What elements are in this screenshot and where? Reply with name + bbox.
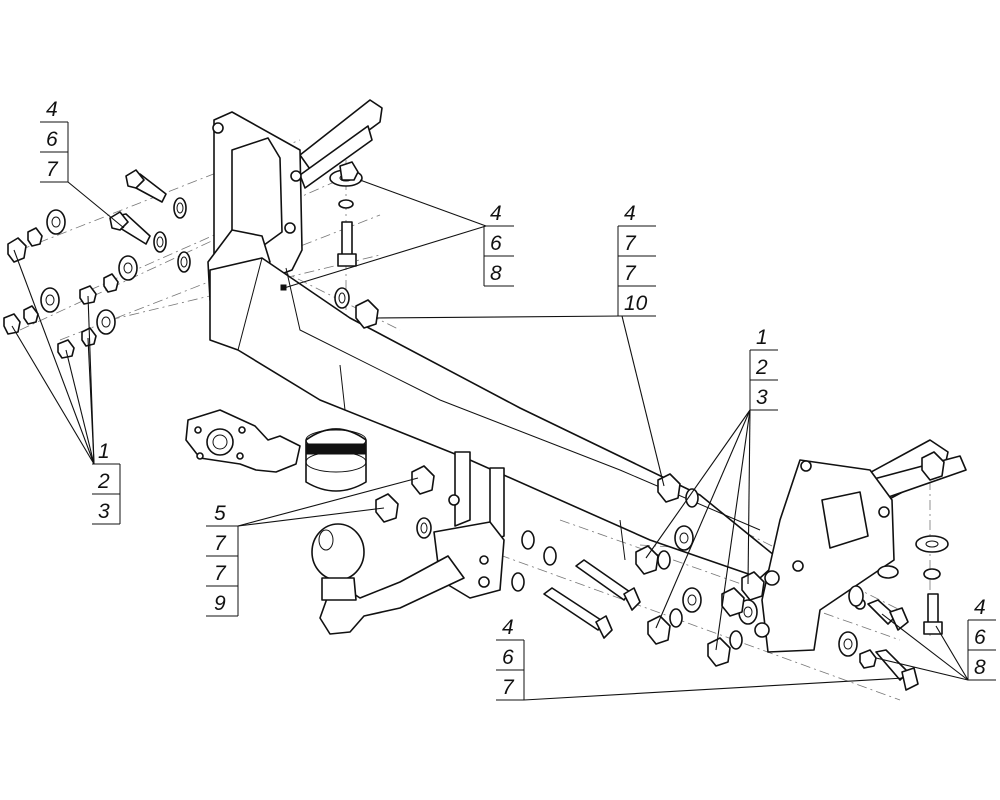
washer — [153, 231, 167, 253]
callout-center-right: 4 7 7 10 — [617, 202, 656, 317]
nut — [411, 465, 435, 495]
washer — [543, 546, 557, 566]
callout-text: 7 — [214, 532, 227, 555]
bolts — [109, 169, 943, 691]
callout-text: 7 — [624, 262, 637, 285]
callout-text: 1 — [98, 440, 110, 463]
nut — [355, 299, 379, 329]
callout-left-bottom: 1 2 3 — [92, 440, 121, 525]
nut — [657, 473, 681, 503]
callout-text: 9 — [214, 592, 226, 615]
callout-text: 7 — [502, 676, 515, 699]
callout-text: 4 — [46, 98, 58, 121]
washer — [40, 287, 60, 313]
washer — [657, 550, 671, 570]
callout-left-top: 4 6 7 — [40, 98, 69, 183]
nut — [721, 587, 745, 617]
washer — [511, 572, 525, 592]
callout-text: 10 — [624, 292, 648, 315]
washer — [96, 309, 116, 335]
callout-right-middle: 1 2 3 — [749, 326, 778, 411]
washer — [729, 630, 743, 650]
callout-text: 1 — [756, 326, 768, 349]
washer — [521, 530, 535, 550]
callout-text: 7 — [46, 158, 59, 181]
washer — [923, 568, 941, 580]
callout-text: 4 — [490, 202, 502, 225]
washers-and-nuts — [3, 161, 949, 669]
nut — [3, 313, 21, 335]
callout-text: 5 — [214, 502, 226, 525]
washer — [46, 209, 66, 235]
callout-text: 4 — [502, 616, 514, 639]
socket-plate — [185, 409, 301, 473]
nut — [79, 285, 97, 305]
callout-ball-left: 5 7 7 9 — [206, 502, 239, 617]
callout-right-bottom: 4 6 8 — [967, 596, 996, 681]
bolt-right-lower — [875, 649, 919, 691]
washer — [177, 251, 191, 273]
tow-ball-neck — [311, 523, 465, 635]
callout-center-top: 4 6 8 — [483, 202, 514, 287]
callout-text: 2 — [755, 356, 768, 379]
nut — [375, 493, 399, 523]
callout-text: 6 — [974, 626, 986, 649]
bolt-right-vertical — [923, 593, 943, 635]
callout-text: 4 — [974, 596, 986, 619]
washer — [118, 255, 138, 281]
nut — [7, 237, 27, 263]
callout-text: 6 — [502, 646, 514, 669]
callout-text: 8 — [490, 262, 502, 285]
nut — [707, 637, 731, 667]
callout-text: 7 — [624, 232, 637, 255]
washer — [669, 608, 683, 628]
washer — [685, 488, 699, 508]
callout-bottom-center: 4 6 7 — [496, 616, 525, 701]
callout-text: 7 — [214, 562, 227, 585]
callout-text: 8 — [974, 656, 986, 679]
nut — [27, 227, 43, 247]
nut — [103, 273, 119, 293]
washer — [682, 587, 702, 613]
callout-text: 4 — [624, 202, 636, 225]
nut — [635, 545, 659, 575]
washer — [338, 199, 354, 209]
washer — [173, 197, 187, 219]
callout-text: 6 — [46, 128, 58, 151]
washer — [838, 631, 858, 657]
callout-text: 2 — [97, 470, 110, 493]
callout-text: 6 — [490, 232, 502, 255]
callout-text: 3 — [756, 386, 768, 409]
nut — [741, 571, 765, 601]
cap-band — [305, 443, 367, 455]
nut — [57, 339, 75, 359]
washer — [334, 287, 350, 309]
washer — [877, 565, 899, 579]
washer — [416, 517, 432, 539]
washer — [848, 585, 864, 607]
bolt-bottom-long — [543, 587, 613, 639]
bolt-top-vertical — [337, 221, 357, 267]
nut — [647, 615, 671, 645]
bolt-left-lower — [109, 211, 151, 245]
nut — [23, 305, 39, 325]
ball-cap — [305, 428, 367, 492]
bolt-right-upper — [867, 599, 909, 631]
callout-text: 3 — [98, 500, 110, 523]
nut — [859, 649, 877, 669]
nut — [339, 161, 359, 181]
bolt-bottom-mid — [575, 559, 641, 611]
washer — [674, 525, 694, 551]
leader-lines — [11, 179, 969, 701]
bolt-left-upper — [125, 169, 167, 203]
nut — [921, 451, 945, 481]
washer — [915, 535, 949, 553]
